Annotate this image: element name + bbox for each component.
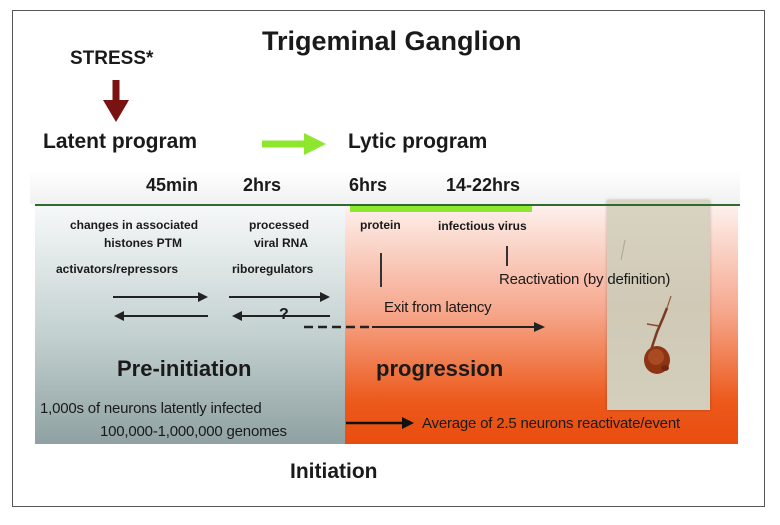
col1-line1: changes in associated xyxy=(70,218,199,232)
col2-equilibrium-arrows xyxy=(229,292,330,321)
timepoint-14-22hrs: 14-22hrs xyxy=(446,175,521,195)
col2-line1: processed xyxy=(249,218,310,232)
timepoint-2hrs: 2hrs xyxy=(243,175,282,195)
lytic-onset-bar xyxy=(350,206,532,212)
exit-latency-arrow xyxy=(372,322,545,332)
reactivation-flow-arrow xyxy=(346,417,414,429)
figure-frame xyxy=(12,10,765,507)
col2-line3: riboregulators xyxy=(232,262,314,276)
timepoint-45min: 45min xyxy=(146,175,199,195)
average-reactivation: Average of 2.5 neurons reactivate/event xyxy=(422,415,680,432)
progression-label: progression xyxy=(376,356,504,381)
exit-from-latency-label: Exit from latency xyxy=(384,299,492,316)
stained-neuron-image xyxy=(620,239,672,374)
col1-equilibrium-arrows xyxy=(113,292,208,321)
genomes-count: 100,000-1,000,000 genomes xyxy=(100,423,287,440)
col1-line2: histones PTM xyxy=(104,236,183,250)
col2-line2: viral RNA xyxy=(254,236,309,250)
protein-label: protein xyxy=(360,218,401,232)
lytic-program-label: Lytic program xyxy=(348,130,488,153)
col1-line3: activators/repressors xyxy=(56,262,179,276)
latent-program-label: Latent program xyxy=(43,130,198,153)
timeline-band xyxy=(30,170,740,204)
stress-label: STRESS* xyxy=(70,48,154,69)
reactivation-label: Reactivation (by definition) xyxy=(499,271,671,288)
pre-initiation-panel xyxy=(35,204,345,444)
neuron-micrograph xyxy=(607,200,710,410)
pre-initiation-label: Pre-initiation xyxy=(117,356,252,381)
neurons-latently-infected: 1,000s of neurons latently infected xyxy=(40,400,262,417)
infectious-virus-label: infectious virus xyxy=(438,219,527,233)
timepoint-6hrs: 6hrs xyxy=(349,175,388,195)
latent-to-lytic-arrow xyxy=(262,133,326,155)
question-mark: ? xyxy=(279,306,289,323)
figure-title: Trigeminal Ganglion xyxy=(262,26,522,56)
stress-down-arrow xyxy=(103,80,129,122)
initiation-label: Initiation xyxy=(290,460,378,483)
